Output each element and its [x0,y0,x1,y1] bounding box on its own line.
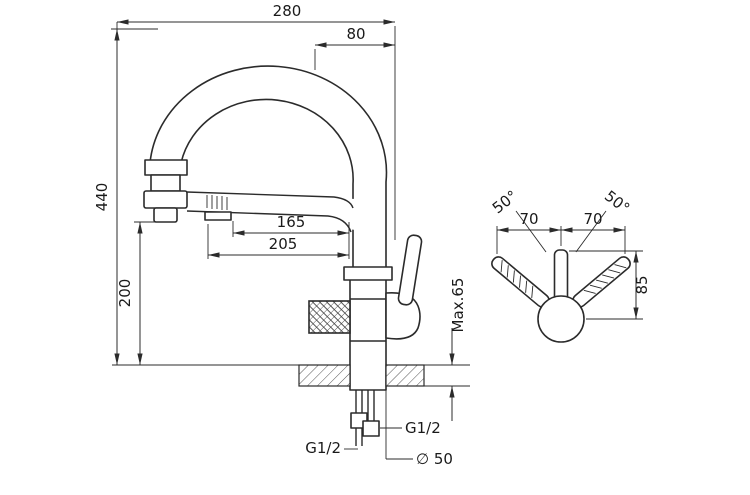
dim-85-label: 85 [633,275,651,294]
dim-g12-right-label: G1/2 [405,419,441,437]
handle-hub [537,295,585,343]
filter-knob [308,300,351,334]
countertop-left [298,364,351,387]
hose-nut-right [362,420,380,437]
spout-neck [150,174,181,192]
dim-hole-label: ∅ 50 [416,450,453,468]
dim-440-label: 440 [93,183,111,212]
countertop-right [385,364,425,387]
spout-arm-top-edge [186,191,354,209]
supply-hoses [355,390,375,446]
aerator-outlet [204,211,232,221]
dim-80-label: 80 [346,25,365,43]
spout-arm-bottom-edge [186,210,352,233]
dim-165-label: 165 [277,213,306,231]
spout-arc [149,65,388,274]
spout-collar [144,159,188,176]
handle-rotation-view: 70 70 50° 50° 85 [489,187,651,343]
handle-lever-left [491,256,550,308]
faucet-body [349,278,387,391]
dim-70-right-label: 70 [583,210,602,228]
aerator-grip-ticks [206,195,228,210]
body-top-flange [343,266,393,281]
dim-angle-left-label: 50° [489,187,521,218]
handle-lever-right [572,256,631,308]
spray-nozzle [153,207,178,223]
spray-head [143,190,188,209]
dim-205-label: 205 [269,235,298,253]
dim-max65-label: Max.65 [449,278,467,333]
main-view-dimensions: 280 80 440 200 165 205 Max.65 G1/2 [93,2,470,468]
faucet-main-view [143,65,425,446]
dim-200-label: 200 [116,279,134,308]
dim-70-left-label: 70 [519,210,538,228]
dim-g12-left-label: G1/2 [305,439,341,457]
dim-angle-right-label: 50° [601,187,633,218]
handle-lever [397,234,423,306]
dim-280-label: 280 [273,2,302,20]
spout-arm-fill [187,192,356,230]
